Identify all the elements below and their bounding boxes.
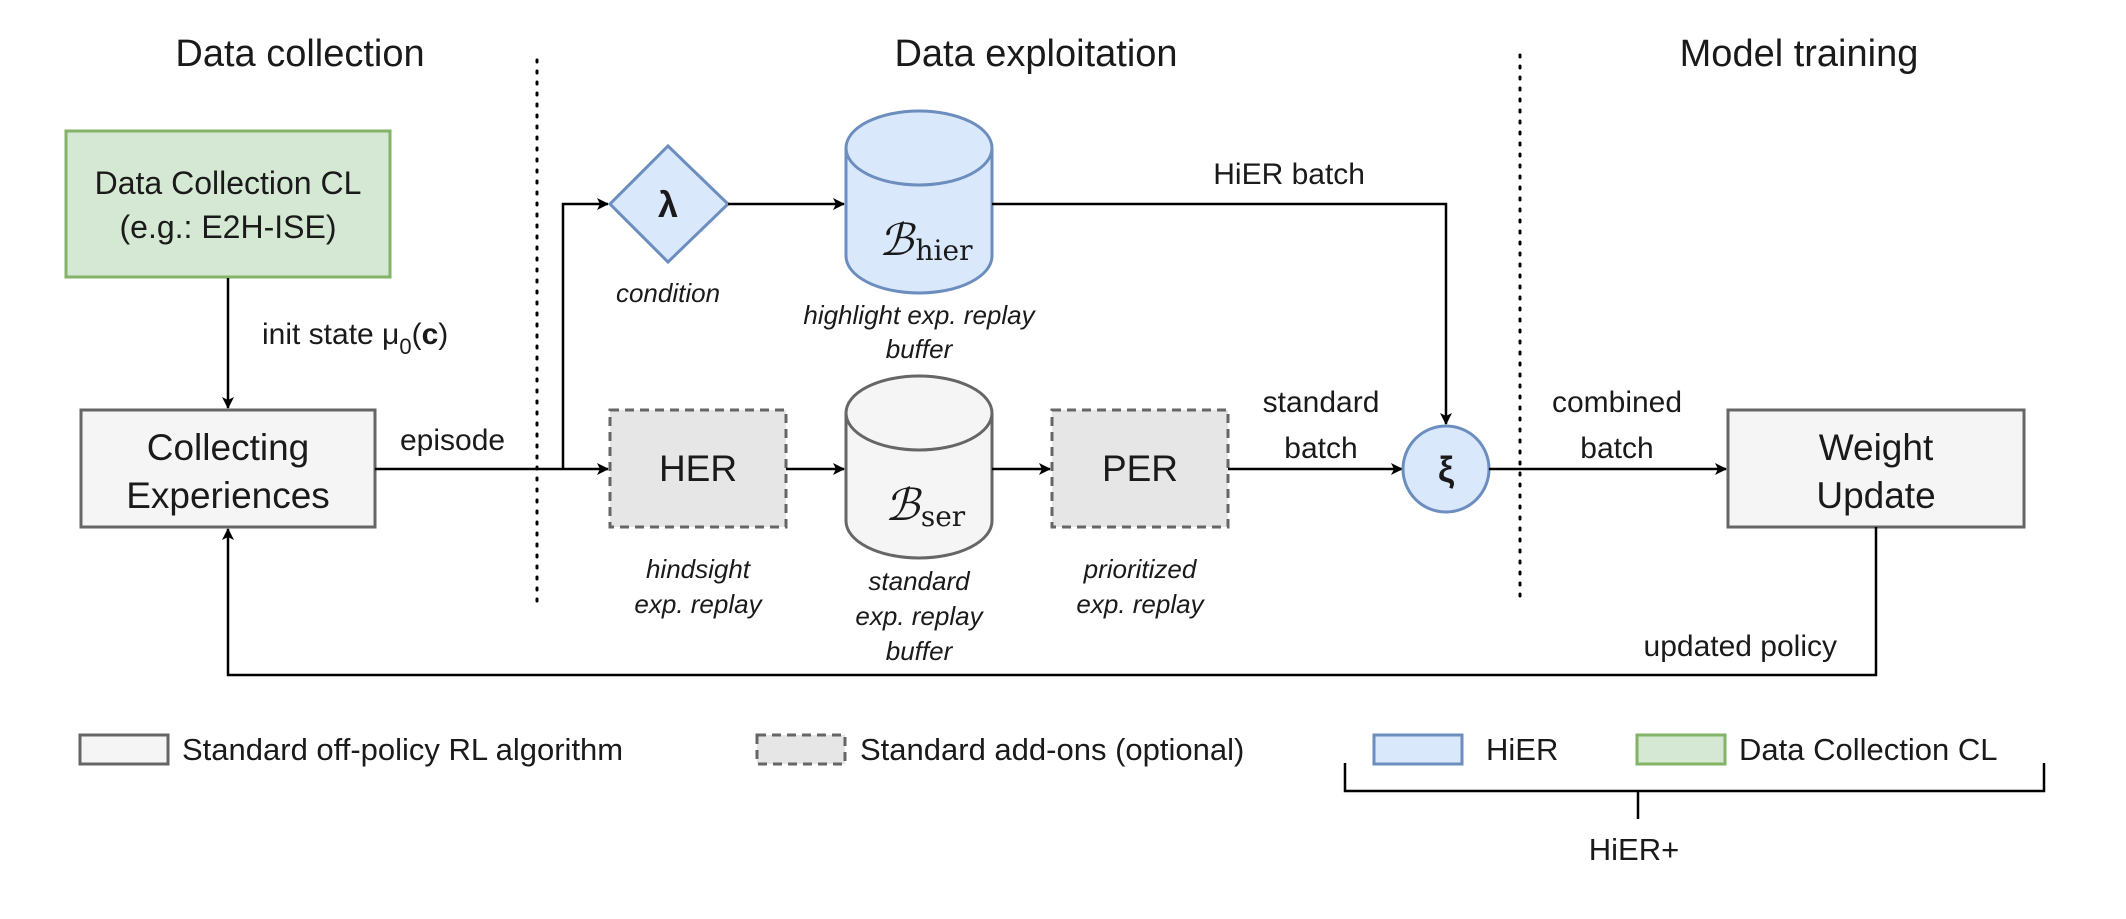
hier-buffer-caption-line2: buffer xyxy=(886,334,954,364)
section-heading-exploitation: Data exploitation xyxy=(894,33,1177,75)
her-node: HER xyxy=(608,408,788,529)
updated-policy-label: updated policy xyxy=(1644,630,1837,663)
hier-buffer-node: ℬ hier xyxy=(844,109,994,295)
her-caption-line1: hindsight xyxy=(646,554,752,584)
hier-buffer-caption-line1: highlight exp. replay xyxy=(803,300,1036,330)
legend-swatch-standard xyxy=(78,733,170,766)
weight-update-line2: Update xyxy=(1816,475,1935,516)
lambda-condition-node: λ xyxy=(607,143,731,265)
collecting-experiences-line1: Collecting xyxy=(147,427,309,468)
updated-policy-arrow xyxy=(222,527,1878,677)
legend: Standard off-policy RL algorithm Standar… xyxy=(78,732,2046,867)
standard-batch-label-line1: standard xyxy=(1263,386,1380,419)
legend-swatch-dccl xyxy=(1635,733,1727,766)
init-state-label: init state μ0(c) xyxy=(262,318,448,359)
weight-update-line1: Weight xyxy=(1819,427,1934,468)
her-caption-line2: exp. replay xyxy=(634,589,763,619)
legend-label-dccl: Data Collection CL xyxy=(1739,732,1997,767)
legend-label-hier: HiER xyxy=(1486,732,1558,767)
xi-symbol: ξ xyxy=(1438,449,1455,490)
ser-buffer-symbol: ℬ xyxy=(885,480,923,531)
ser-buffer-subscript: ser xyxy=(921,500,966,533)
combined-batch-label-line1: combined xyxy=(1552,386,1682,419)
collecting-experiences-line2: Experiences xyxy=(126,475,330,516)
legend-swatch-hier xyxy=(1372,733,1464,766)
legend-swatch-addons xyxy=(755,733,847,766)
ser-buffer-caption-line2: exp. replay xyxy=(855,601,984,631)
hier-buffer-symbol: ℬ xyxy=(879,215,917,266)
ser-buffer-caption-line3: buffer xyxy=(886,636,954,666)
per-label: PER xyxy=(1102,448,1178,489)
episode-label: episode xyxy=(400,424,505,457)
xi-combine-node: ξ xyxy=(1401,424,1491,514)
hier-buffer-subscript: hier xyxy=(916,234,974,267)
her-label: HER xyxy=(659,448,737,489)
section-heading-training: Model training xyxy=(1680,33,1919,75)
per-caption-line2: exp. replay xyxy=(1076,589,1205,619)
data-collection-cl-label: Data Collection CL xyxy=(95,165,362,201)
hier-batch-label: HiER batch xyxy=(1213,158,1365,191)
hier-batch-arrow xyxy=(992,202,1452,425)
legend-label-hierplus: HiER+ xyxy=(1589,832,1679,867)
legend-label-addons: Standard add-ons (optional) xyxy=(860,732,1244,767)
per-caption-line1: prioritized xyxy=(1083,554,1198,584)
episode-to-condition-arrow xyxy=(561,198,609,469)
combined-batch-label-line2: batch xyxy=(1580,432,1653,465)
lambda-symbol: λ xyxy=(658,184,678,225)
legend-label-standard: Standard off-policy RL algorithm xyxy=(182,732,623,767)
collecting-experiences-node: Collecting Experiences xyxy=(79,408,377,529)
ser-buffer-node: ℬ ser xyxy=(844,374,994,560)
standard-batch-label-line2: batch xyxy=(1284,432,1357,465)
section-heading-collection: Data collection xyxy=(175,33,424,75)
condition-caption: condition xyxy=(616,278,720,308)
data-collection-cl-example: (e.g.: E2H-ISE) xyxy=(120,209,337,245)
per-node: PER xyxy=(1050,408,1230,529)
weight-update-node: Weight Update xyxy=(1726,408,2026,529)
ser-buffer-caption-line1: standard xyxy=(868,566,971,596)
hierplus-bracket xyxy=(1343,763,2046,819)
data-collection-cl-node: Data Collection CL (e.g.: E2H-ISE) xyxy=(64,129,392,279)
